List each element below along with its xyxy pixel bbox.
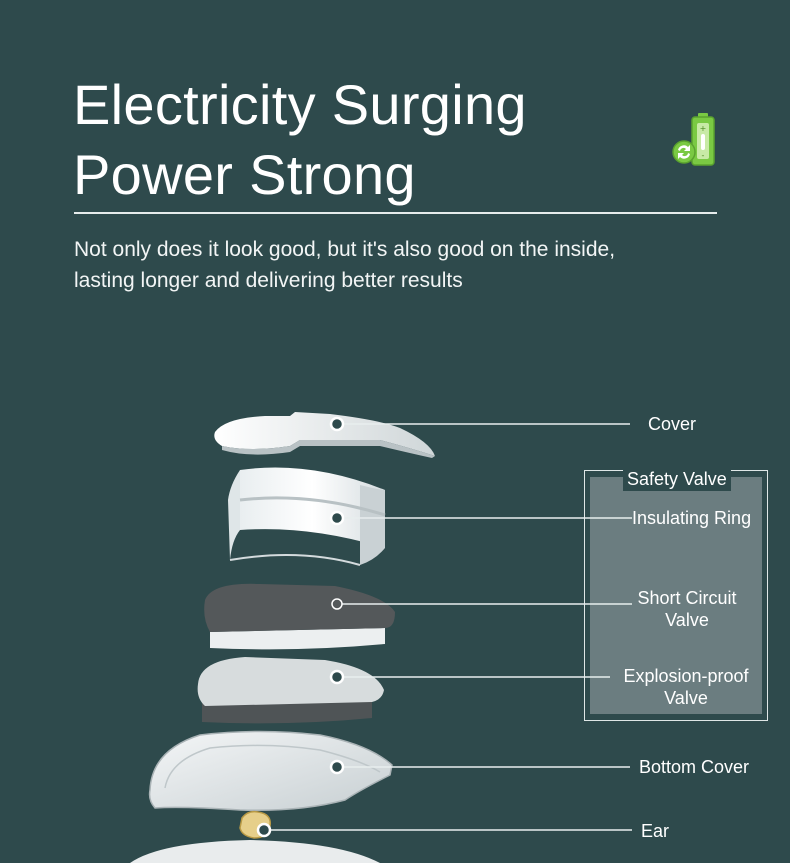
battery-recycle-icon: + - [672, 113, 715, 166]
safety-valve-group: Safety Valve [584, 467, 768, 721]
cover-marker [329, 416, 345, 432]
short-circuit-label-line-2: Valve [665, 610, 709, 630]
short-circuit-valve-part [204, 583, 395, 650]
insulating-ring-part [228, 467, 386, 566]
safety-valve-label: Safety Valve [623, 467, 731, 491]
explosion-proof-marker [329, 669, 345, 685]
short-circuit-marker [331, 598, 343, 610]
explosion-proof-label-line-2: Valve [664, 688, 708, 708]
insulating-ring-label: Insulating Ring [632, 508, 752, 528]
explosion-proof-valve-part [197, 657, 384, 724]
bottom-cover-marker [329, 759, 345, 775]
short-circuit-label: Short Circuit Valve [632, 587, 742, 631]
ear-label: Ear [641, 821, 670, 841]
subtitle-line-2: lasting longer and delivering better res… [74, 269, 463, 292]
safety-valve-panel [590, 477, 762, 714]
battery-shell-part [130, 840, 380, 863]
battery-exploded-diagram [130, 412, 632, 863]
page-title: Electricity Surging Power Strong [73, 70, 527, 210]
short-circuit-label-line-1: Short Circuit [637, 588, 737, 608]
explosion-proof-label-line-1: Explosion-proof [623, 666, 749, 686]
bottom-cover-part [148, 730, 393, 812]
ear-marker [256, 822, 272, 838]
svg-text:+: + [700, 124, 707, 133]
title-line-1: Electricity Surging [73, 73, 527, 136]
svg-text:-: - [702, 151, 705, 160]
cover-part [214, 412, 435, 458]
title-line-2: Power Strong [73, 143, 416, 206]
subtitle-line-1: Not only does it look good, but it's als… [74, 238, 616, 261]
explosion-proof-label: Explosion-proof Valve [612, 665, 760, 709]
subtitle: Not only does it look good, but it's als… [74, 234, 714, 296]
bottom-cover-label: Bottom Cover [639, 757, 750, 777]
title-divider [74, 212, 717, 214]
insulating-ring-marker [329, 510, 345, 526]
cover-label: Cover [648, 414, 697, 434]
